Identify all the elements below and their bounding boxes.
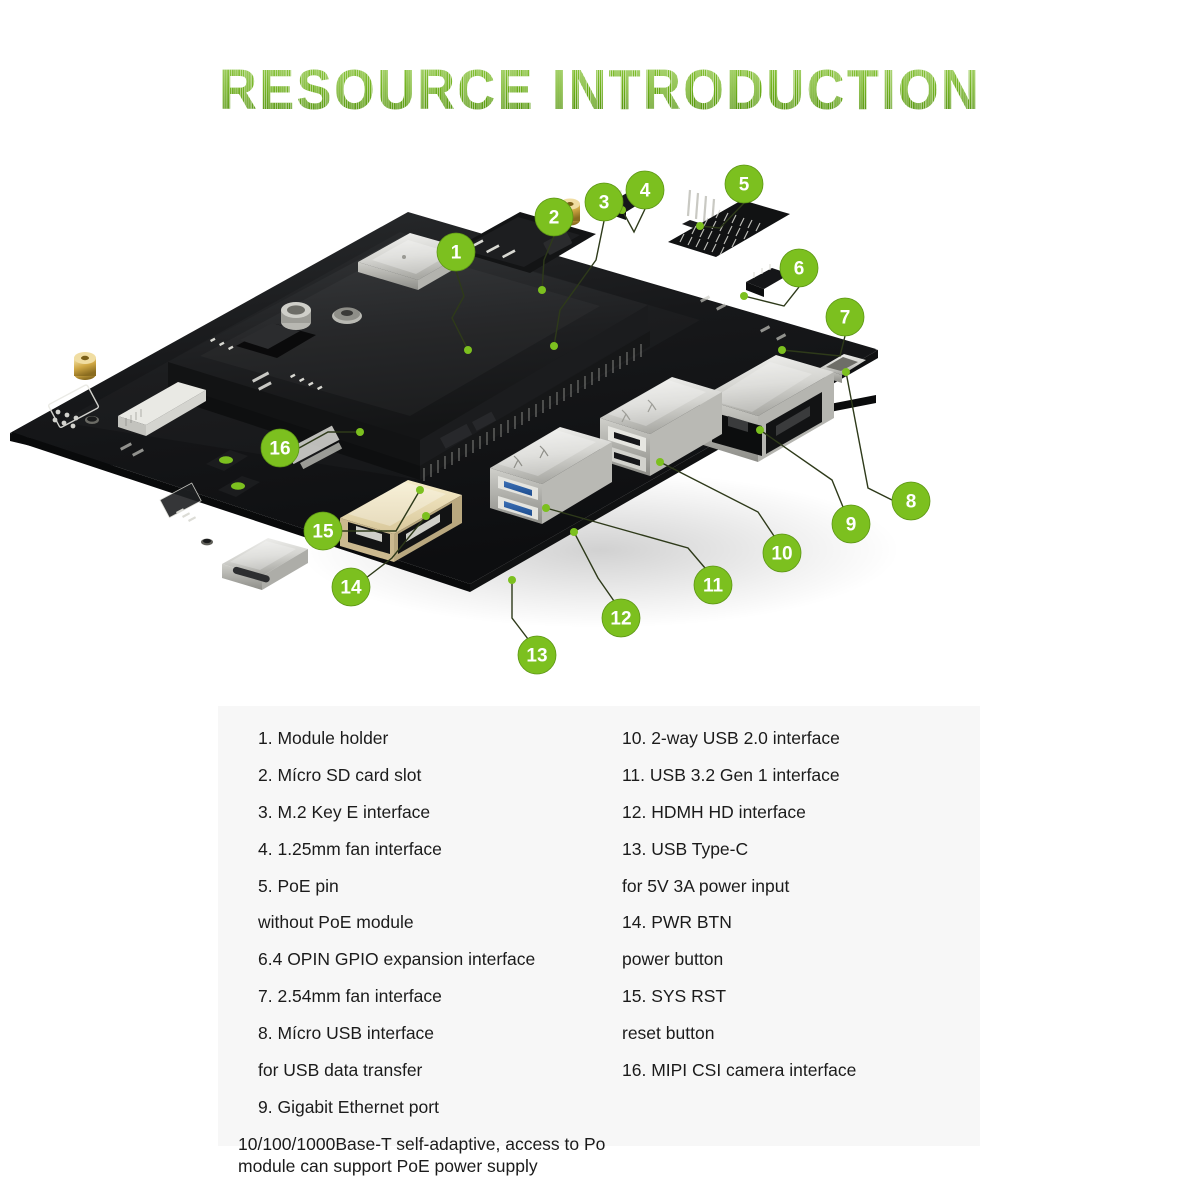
- callout-marker-5: 5: [724, 164, 764, 204]
- callout-marker-6: 6: [779, 248, 819, 288]
- mipi-csi-camera-interface: [118, 382, 206, 436]
- power-and-reset-buttons: [206, 450, 260, 497]
- callout-number: 3: [599, 193, 610, 214]
- legend-item: 16. MIPI CSI camera interface: [622, 1059, 857, 1080]
- callout-number: 2: [549, 208, 560, 229]
- legend-item: for USB data transfer: [258, 1059, 423, 1080]
- leader-lines: [298, 202, 893, 640]
- legend-item: 11. USB 3.2 Gen 1 interface: [622, 764, 840, 785]
- callout-number: 1: [451, 243, 462, 264]
- callout-marker-12: 12: [601, 598, 641, 638]
- callout-marker-15: 15: [303, 511, 343, 551]
- legend-panel: 1. Module holder 2. Mícro SD card slot 3…: [218, 706, 980, 1176]
- callout-marker-3: 3: [584, 182, 624, 222]
- usb-2-0-dual-interface: [600, 377, 722, 476]
- callout-number: 11: [703, 576, 724, 597]
- callout-marker-9: 9: [831, 504, 871, 544]
- legend-item: for 5V 3A power input: [622, 875, 790, 896]
- legend-item: 3. M.2 Key E interface: [258, 801, 431, 822]
- legend-item: 9. Gigabit Ethernet port: [258, 1096, 439, 1117]
- legend-item: 4. 1.25mm fan interface: [258, 838, 442, 859]
- callout-number: 16: [269, 439, 290, 460]
- legend-item: 2. Mícro SD card slot: [258, 764, 422, 785]
- legend-item: 5. PoE pin: [258, 875, 339, 896]
- legend-item: reset button: [622, 1023, 715, 1043]
- callout-marker-8: 8: [891, 481, 931, 521]
- legend-item: without PoE module: [258, 912, 414, 933]
- legend-item: 7. 2.54mm fan interface: [258, 986, 442, 1007]
- legend-right-column: 10. 2-way USB 2.0 interface 11. USB 3.2 …: [610, 728, 980, 1146]
- carrier-board: [10, 187, 878, 592]
- callout-number: 15: [312, 522, 334, 543]
- page-header: RESOURCE INTRODUCTION: [0, 62, 1200, 119]
- callout-number: 14: [340, 578, 362, 599]
- callout-marker-11: 11: [693, 565, 733, 605]
- callout-marker-7: 7: [825, 297, 865, 337]
- callout-number: 4: [640, 181, 651, 202]
- sma-connector-left: [74, 352, 96, 380]
- legend-item: power button: [622, 949, 724, 970]
- callout-number: 5: [739, 175, 750, 196]
- legend-item: 15. SYS RST: [622, 986, 727, 1007]
- callout-marker-1: 1: [436, 232, 476, 272]
- legend-left-column: 1. Module holder 2. Mícro SD card slot 3…: [218, 728, 610, 1176]
- callout-number: 8: [906, 492, 917, 513]
- callout-number: 7: [840, 308, 851, 329]
- legend-item: 10. 2-way USB 2.0 interface: [622, 728, 840, 748]
- callout-marker-14: 14: [331, 567, 371, 607]
- callout-number: 9: [846, 515, 857, 536]
- callout-number: 6: [794, 259, 805, 280]
- callout-number: 10: [771, 544, 792, 565]
- legend-item: 14. PWR BTN: [622, 912, 732, 933]
- legend-item: 6.4 OPIN GPIO expansion interface: [258, 949, 536, 970]
- callout-marker-13: 13: [517, 635, 557, 675]
- callout-marker-16: 16: [260, 428, 300, 468]
- capacitor: [281, 302, 311, 330]
- board-silkscreen: [48, 295, 787, 522]
- page-title: RESOURCE INTRODUCTION: [218, 58, 982, 122]
- callout-marker-10: 10: [762, 533, 802, 573]
- hdmi-hd-interface: [340, 480, 462, 562]
- usb-type-c-connector: [222, 538, 308, 590]
- callout-number: 12: [610, 609, 631, 630]
- module-holder-connector: [182, 331, 650, 481]
- fan-connector-254mm: [746, 264, 790, 297]
- callout-number: 13: [526, 646, 547, 667]
- callout-marker-4: 4: [625, 170, 665, 210]
- legend-item: 1. Module holder: [258, 728, 389, 748]
- legend-item: 8. Mícro USB interface: [258, 1023, 435, 1043]
- legend-item: 13. USB Type-C: [622, 838, 749, 859]
- usb-3-2-gen1-interface: [490, 427, 612, 524]
- legend-item-note: 10/100/1000Base-T self-adaptive, access …: [238, 1133, 606, 1176]
- legend-item: 12. HDMH HD interface: [622, 801, 806, 822]
- callout-marker-2: 2: [534, 197, 574, 237]
- gpio-40pin-header: [668, 200, 790, 257]
